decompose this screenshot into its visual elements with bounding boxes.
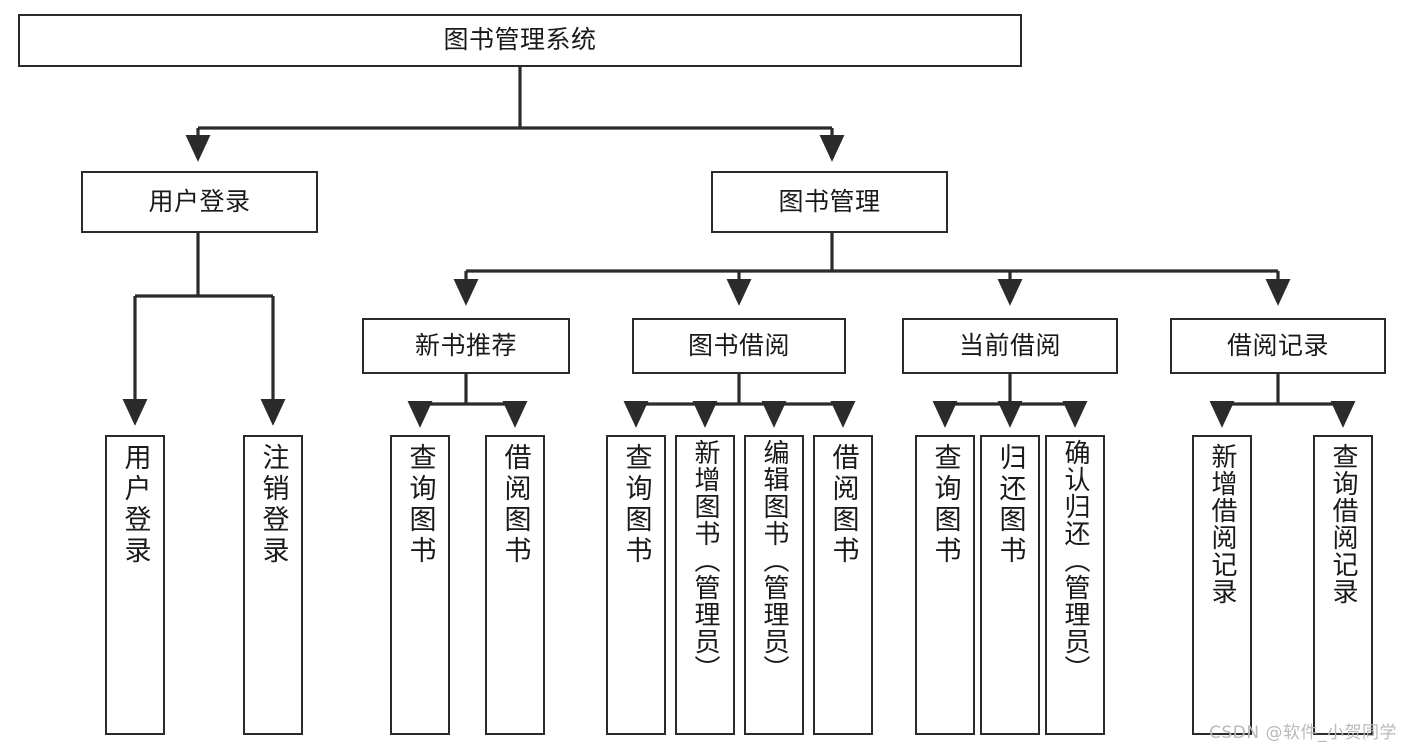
node-leaf-borrow-record-query-label: 查询借阅记录 [1328,443,1358,605]
csdn-watermark: CSDN @软件_小贺同学 [1209,723,1397,743]
node-leaf-new-book-borrow[interactable]: 借阅图书 [485,435,545,735]
node-leaf-current-borrow-return[interactable]: 归还图书 [980,435,1040,735]
node-leaf-current-borrow-query-label: 查询图书 [929,443,961,567]
node-borrow-record-label: 借阅记录 [1226,330,1329,360]
node-leaf-user-login-signin-label: 用户登录 [119,443,151,567]
node-leaf-borrow-record-add-label: 新增借阅记录 [1207,443,1237,605]
node-new-book-recommend-label: 新书推荐 [414,330,517,360]
node-leaf-book-borrow-borrow-label: 借阅图书 [827,443,859,567]
node-book-borrow-label: 图书借阅 [687,330,790,360]
node-new-book-recommend[interactable]: 新书推荐 [362,318,570,374]
node-user-login-label: 用户登录 [148,186,251,216]
node-book-borrow[interactable]: 图书借阅 [632,318,846,374]
node-leaf-book-borrow-edit-label: 编辑图书（管理员） [759,439,789,682]
node-leaf-new-book-query-label: 查询图书 [404,443,436,567]
node-root-system-label: 图书管理系统 [443,25,597,55]
node-leaf-book-borrow-add-label: 新增图书（管理员） [690,439,720,682]
node-leaf-book-borrow-borrow[interactable]: 借阅图书 [813,435,873,735]
node-leaf-user-login-signout[interactable]: 注销登录 [243,435,303,735]
node-root-system[interactable]: 图书管理系统 [18,14,1022,67]
node-leaf-current-borrow-query[interactable]: 查询图书 [915,435,975,735]
node-leaf-current-borrow-return-label: 归还图书 [994,443,1026,567]
node-leaf-book-borrow-query[interactable]: 查询图书 [606,435,666,735]
node-book-management-label: 图书管理 [778,186,881,216]
node-user-login[interactable]: 用户登录 [81,171,318,233]
node-leaf-borrow-record-query[interactable]: 查询借阅记录 [1313,435,1373,735]
node-leaf-user-login-signout-label: 注销登录 [257,443,289,567]
node-leaf-user-login-signin[interactable]: 用户登录 [105,435,165,735]
node-book-management[interactable]: 图书管理 [711,171,948,233]
node-borrow-record[interactable]: 借阅记录 [1170,318,1386,374]
node-leaf-new-book-borrow-label: 借阅图书 [499,443,531,567]
node-leaf-book-borrow-query-label: 查询图书 [620,443,652,567]
node-leaf-book-borrow-edit[interactable]: 编辑图书（管理员） [744,435,804,735]
node-leaf-book-borrow-add[interactable]: 新增图书（管理员） [675,435,735,735]
node-current-borrow-label: 当前借阅 [958,330,1061,360]
node-leaf-new-book-query[interactable]: 查询图书 [390,435,450,735]
node-leaf-current-borrow-confirm[interactable]: 确认归还（管理员） [1045,435,1105,735]
node-leaf-current-borrow-confirm-label: 确认归还（管理员） [1060,439,1090,682]
node-current-borrow[interactable]: 当前借阅 [902,318,1118,374]
node-leaf-borrow-record-add[interactable]: 新增借阅记录 [1192,435,1252,735]
